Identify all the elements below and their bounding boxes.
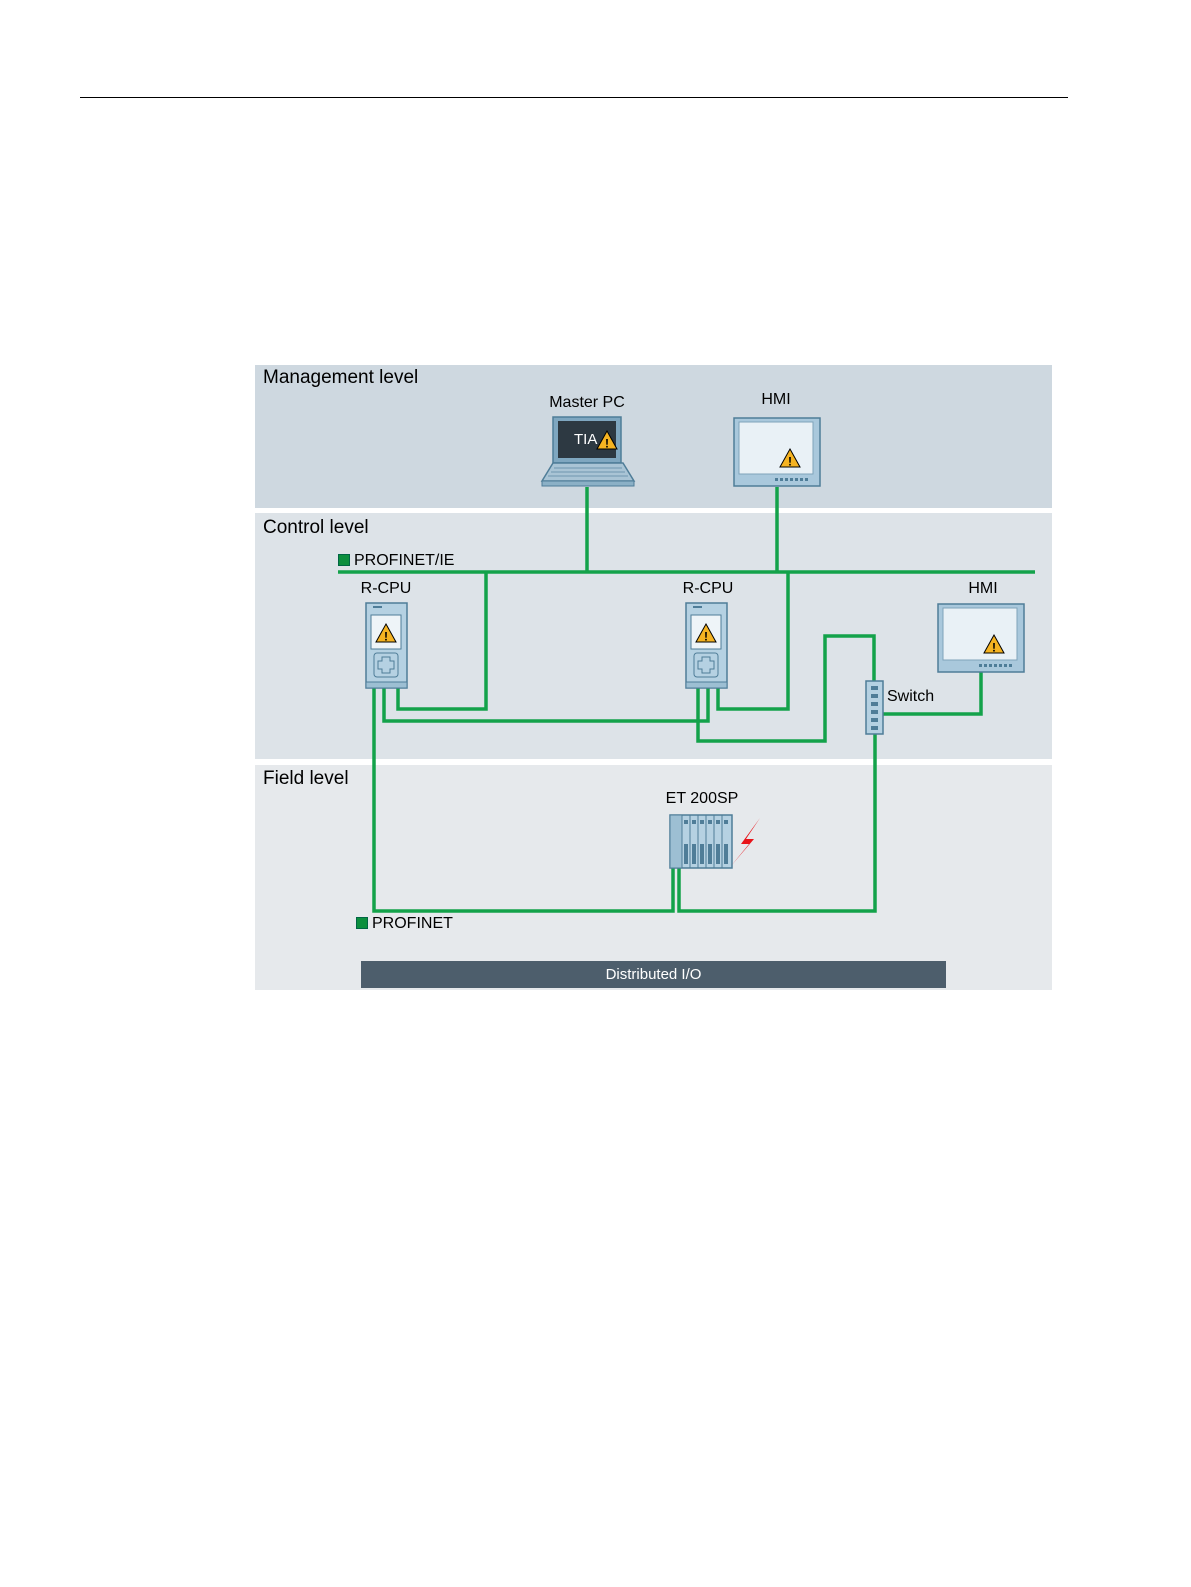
cpu-module-icon: ! bbox=[365, 602, 409, 690]
legend-square-icon bbox=[356, 917, 368, 929]
header-rule bbox=[80, 97, 1068, 98]
tia-text: TIA bbox=[574, 431, 597, 448]
network-diagram: Management level Control level Field lev… bbox=[255, 365, 1052, 990]
hmi-panel-icon: ! bbox=[733, 417, 821, 487]
hmi-panel-icon: ! bbox=[937, 603, 1025, 673]
cpu-module-icon: ! bbox=[685, 602, 729, 690]
master-pc-label: Master PC bbox=[549, 394, 625, 412]
rcpu-left-label: R-CPU bbox=[361, 580, 412, 598]
svg-text:!: ! bbox=[992, 641, 996, 655]
distributed-io-bar: Distributed I/O bbox=[361, 961, 946, 988]
rcpu-right-label: R-CPU bbox=[683, 580, 734, 598]
svg-text:!: ! bbox=[605, 437, 609, 451]
svg-text:!: ! bbox=[788, 455, 792, 469]
legend-square-icon bbox=[338, 554, 350, 566]
svg-text:!: ! bbox=[704, 630, 708, 644]
fault-lightning-icon bbox=[731, 818, 760, 866]
hmi-right-label: HMI bbox=[968, 580, 997, 598]
svg-text:!: ! bbox=[384, 630, 388, 644]
profinet-label: PROFINET bbox=[372, 915, 453, 932]
profinet-ie-label: PROFINET/IE bbox=[354, 552, 454, 569]
switch-icon bbox=[865, 680, 885, 736]
profinet-ie-legend: PROFINET/IE bbox=[338, 552, 454, 570]
laptop-icon: TIA ! bbox=[540, 415, 636, 489]
et200sp-label: ET 200SP bbox=[666, 790, 739, 808]
et200sp-icon bbox=[669, 814, 763, 870]
hmi-top-label: HMI bbox=[761, 391, 790, 409]
profinet-legend: PROFINET bbox=[356, 915, 453, 933]
switch-label: Switch bbox=[887, 688, 934, 706]
rcpu-sync-link bbox=[384, 688, 708, 721]
